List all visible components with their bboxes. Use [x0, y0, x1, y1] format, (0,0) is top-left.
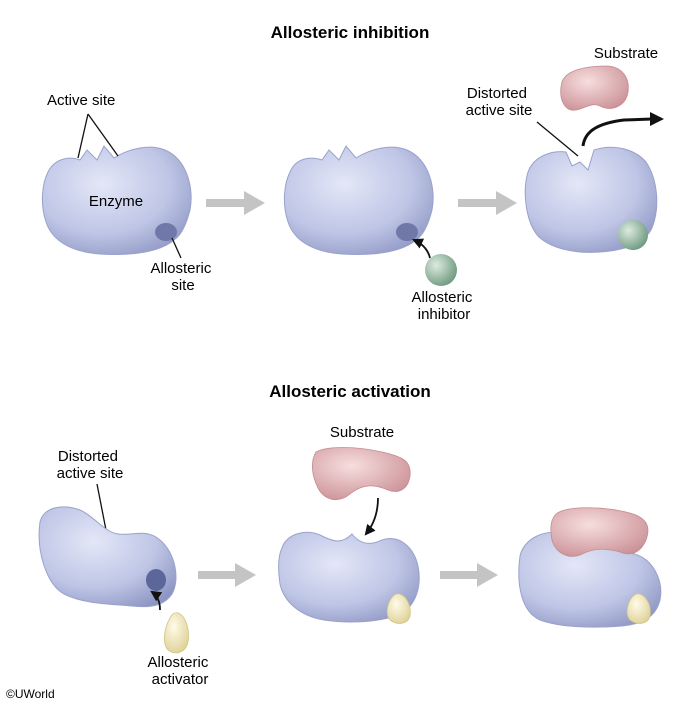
enzyme-label: Enzyme — [89, 193, 143, 210]
substrate-label: Substrate — [330, 424, 394, 441]
allosteric-site-label: Allosteric site — [150, 260, 215, 294]
distorted-active-site-label: Distorted active site — [57, 448, 124, 482]
binding-arrow — [364, 497, 379, 536]
process-arrow — [440, 563, 498, 587]
substrate-molecule — [560, 65, 629, 111]
distorted-site-pointer — [96, 483, 107, 531]
process-arrow — [198, 563, 256, 587]
rejection-arrow — [581, 117, 653, 147]
activation-title: Allosteric activation — [269, 382, 431, 401]
inhibition-title: Allosteric inhibition — [271, 23, 430, 42]
distorted-active-site-label: Distorted active site — [466, 85, 533, 119]
substrate-molecule — [312, 447, 411, 501]
bound-inhibitor — [618, 220, 648, 250]
process-arrow — [458, 191, 517, 215]
binding-arrow — [412, 238, 431, 259]
substrate-label: Substrate — [594, 45, 658, 62]
binding-arrow — [150, 590, 163, 611]
allosteric-inhibitor-molecule — [425, 254, 457, 286]
bound-activator — [386, 593, 411, 624]
copyright-credit: ©UWorld — [6, 687, 55, 701]
rejection-arrowhead — [650, 112, 664, 126]
allosteric-site-pocket — [155, 223, 177, 241]
allosteric-inhibitor-label: Allosteric inhibitor — [411, 289, 476, 323]
enzyme-shape — [278, 532, 420, 623]
allosteric-site-pointer — [171, 237, 182, 259]
enzyme-shape — [283, 145, 434, 255]
bound-substrate — [550, 507, 649, 557]
active-site-pointer-1 — [77, 113, 89, 159]
allosteric-site-pocket — [146, 569, 166, 591]
allosteric-site-pocket — [396, 223, 418, 241]
allosteric-activator-label: Allosteric activator — [147, 654, 212, 688]
bound-activator — [626, 593, 651, 624]
distorted-site-pointer — [536, 121, 579, 157]
active-site-label: Active site — [47, 92, 115, 109]
active-site-pointer-2 — [87, 113, 119, 157]
allosteric-activator-molecule — [164, 612, 189, 654]
enzyme-shape — [38, 506, 177, 608]
process-arrow — [206, 191, 265, 215]
enzyme-shape — [41, 145, 192, 255]
